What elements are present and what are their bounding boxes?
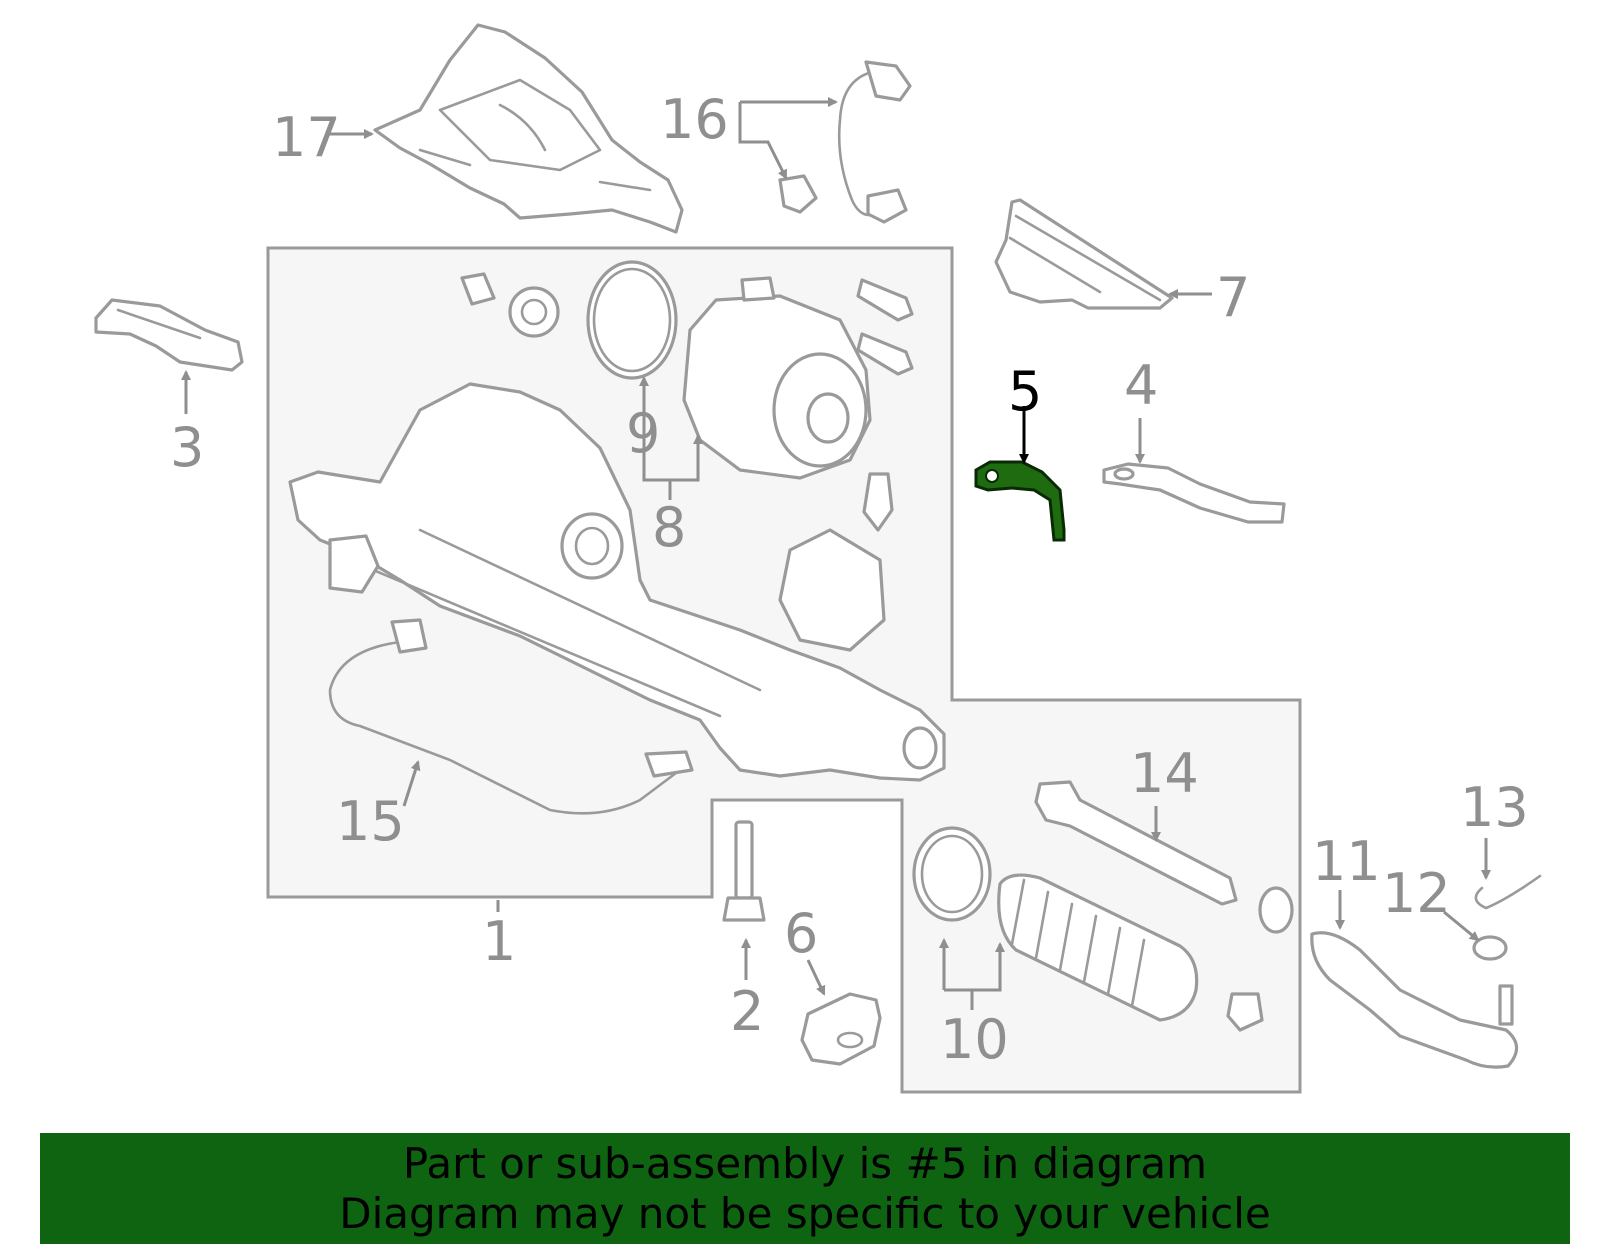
- part-9-o-ring: [586, 260, 678, 380]
- part-6-bracket: [800, 992, 882, 1066]
- info-banner: Part or sub-assembly is #5 in diagram Di…: [40, 1133, 1570, 1244]
- part-5-bracket-highlighted: [974, 460, 1066, 542]
- callout-10: 10: [940, 1008, 1009, 1071]
- part-14-tie-rod: [1034, 780, 1294, 934]
- misc-small-parts: [460, 272, 914, 376]
- part-7-cover: [994, 198, 1174, 310]
- banner-line-1: Part or sub-assembly is #5 in diagram: [402, 1138, 1208, 1188]
- part-17-heat-shield: [373, 23, 684, 234]
- part-3-bracket: [94, 298, 244, 372]
- part-4-bracket: [1102, 462, 1286, 524]
- callout-14: 14: [1130, 742, 1199, 805]
- part-15-harness: [328, 618, 694, 815]
- callout-16: 16: [660, 88, 729, 151]
- part-2-bolt: [722, 820, 766, 922]
- part-10-boot-kit: [912, 826, 1264, 1032]
- callout-8: 8: [652, 496, 686, 559]
- banner-line-2: Diagram may not be specific to your vehi…: [339, 1188, 1271, 1238]
- part-13-clip: [1474, 874, 1542, 910]
- part-16-hose: [778, 60, 912, 224]
- part-8-motor: [682, 276, 872, 480]
- callout-7: 7: [1216, 266, 1250, 329]
- callout-2: 2: [730, 980, 764, 1043]
- callout-17: 17: [272, 106, 341, 169]
- callout-15: 15: [336, 790, 405, 853]
- callout-11: 11: [1312, 830, 1381, 893]
- part-11-tie-rod-end: [1310, 931, 1519, 1069]
- callout-12: 12: [1382, 862, 1451, 925]
- callout-3: 3: [170, 416, 204, 479]
- callout-6: 6: [784, 902, 818, 965]
- part-1-steering-rack: [288, 382, 946, 782]
- callout-13: 13: [1460, 776, 1529, 839]
- part-12-nut: [1472, 935, 1508, 961]
- callout-1: 1: [482, 910, 516, 973]
- callout-9: 9: [626, 402, 660, 465]
- callout-5: 5: [1008, 360, 1042, 423]
- leader-arrows: [181, 97, 1491, 1010]
- callout-4: 4: [1124, 354, 1158, 417]
